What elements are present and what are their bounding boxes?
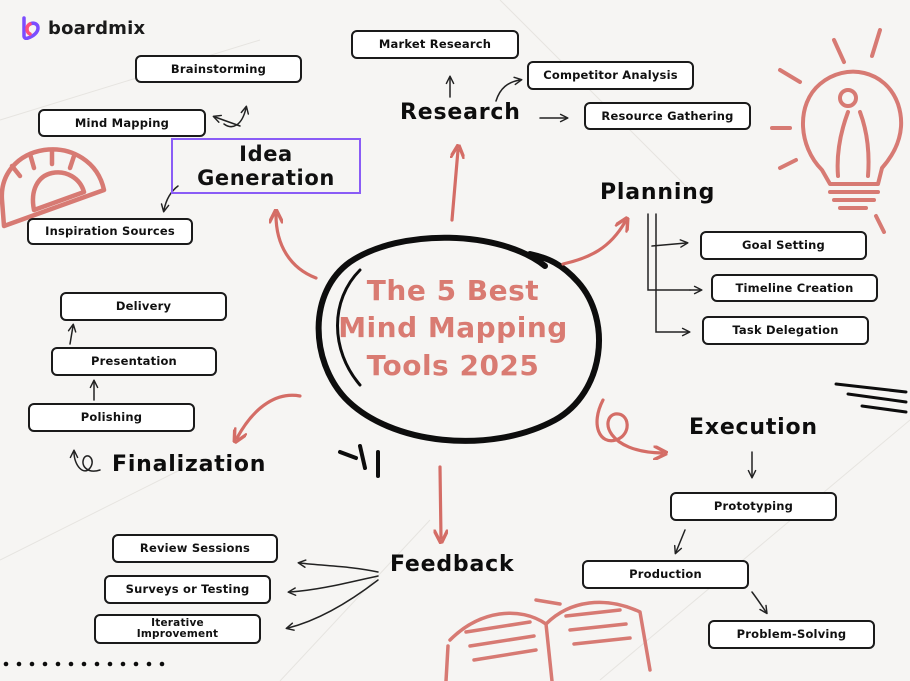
center-ellipse bbox=[315, 234, 602, 444]
arrow-to-feedback bbox=[440, 465, 441, 538]
node-polishing[interactable]: Polishing bbox=[28, 403, 195, 432]
protractor-icon bbox=[0, 147, 107, 229]
brand-name: boardmix bbox=[48, 17, 146, 39]
node-inspiration-sources[interactable]: Inspiration Sources bbox=[27, 218, 193, 245]
center-title: The 5 Best Mind Mapping Tools 2025 bbox=[318, 258, 588, 398]
branch-finalization[interactable]: Finalization bbox=[112, 452, 267, 477]
open-book-icon bbox=[444, 598, 652, 681]
center-title-line-3: Tools 2025 bbox=[366, 348, 540, 382]
brand-logo[interactable]: boardmix bbox=[20, 16, 145, 40]
node-brainstorming[interactable]: Brainstorming bbox=[135, 55, 302, 83]
node-mind-mapping[interactable]: Mind Mapping bbox=[38, 109, 206, 137]
node-iterative-improvement[interactable]: Iterative Improvement bbox=[94, 614, 261, 644]
decor-strokes bbox=[338, 382, 908, 478]
center-ellipse-inner-stroke bbox=[336, 268, 362, 387]
lightbulb-icon bbox=[770, 28, 904, 234]
node-production[interactable]: Production bbox=[582, 560, 749, 589]
branch-feedback[interactable]: Feedback bbox=[390, 552, 515, 577]
idea-generation-label-line-2: Generation bbox=[197, 166, 335, 190]
node-competitor-analysis[interactable]: Competitor Analysis bbox=[527, 61, 694, 90]
idea-generation-label-line-1: Idea bbox=[239, 141, 293, 166]
boardmix-logo-icon bbox=[22, 16, 40, 40]
node-prototyping[interactable]: Prototyping bbox=[670, 492, 837, 521]
dotted-line bbox=[3, 661, 165, 667]
center-connectors bbox=[237, 150, 662, 538]
branch-research[interactable]: Research bbox=[400, 100, 521, 125]
branch-idea-generation[interactable]: Idea Generation bbox=[171, 138, 361, 194]
sub-connectors bbox=[67, 75, 768, 631]
node-review-sessions[interactable]: Review Sessions bbox=[112, 534, 278, 563]
node-delivery[interactable]: Delivery bbox=[60, 292, 227, 321]
arrow-to-execution bbox=[595, 398, 662, 453]
branch-execution[interactable]: Execution bbox=[689, 415, 818, 440]
branch-planning[interactable]: Planning bbox=[600, 180, 716, 205]
node-timeline-creation[interactable]: Timeline Creation bbox=[711, 274, 878, 302]
arrow-to-finalization bbox=[237, 393, 302, 438]
node-goal-setting[interactable]: Goal Setting bbox=[700, 231, 867, 260]
node-surveys-or-testing[interactable]: Surveys or Testing bbox=[104, 575, 271, 604]
node-resource-gathering[interactable]: Resource Gathering bbox=[584, 102, 751, 130]
node-market-research[interactable]: Market Research bbox=[351, 30, 519, 59]
node-task-delegation[interactable]: Task Delegation bbox=[702, 316, 869, 345]
arrow-to-idea-generation bbox=[276, 215, 318, 280]
arrow-to-planning bbox=[561, 222, 625, 266]
node-presentation[interactable]: Presentation bbox=[51, 347, 217, 376]
arrow-to-research bbox=[452, 150, 458, 222]
node-problem-solving[interactable]: Problem-Solving bbox=[708, 620, 875, 649]
center-title-line-1: The 5 Best bbox=[366, 274, 540, 308]
center-title-line-2: Mind Mapping bbox=[338, 311, 568, 345]
